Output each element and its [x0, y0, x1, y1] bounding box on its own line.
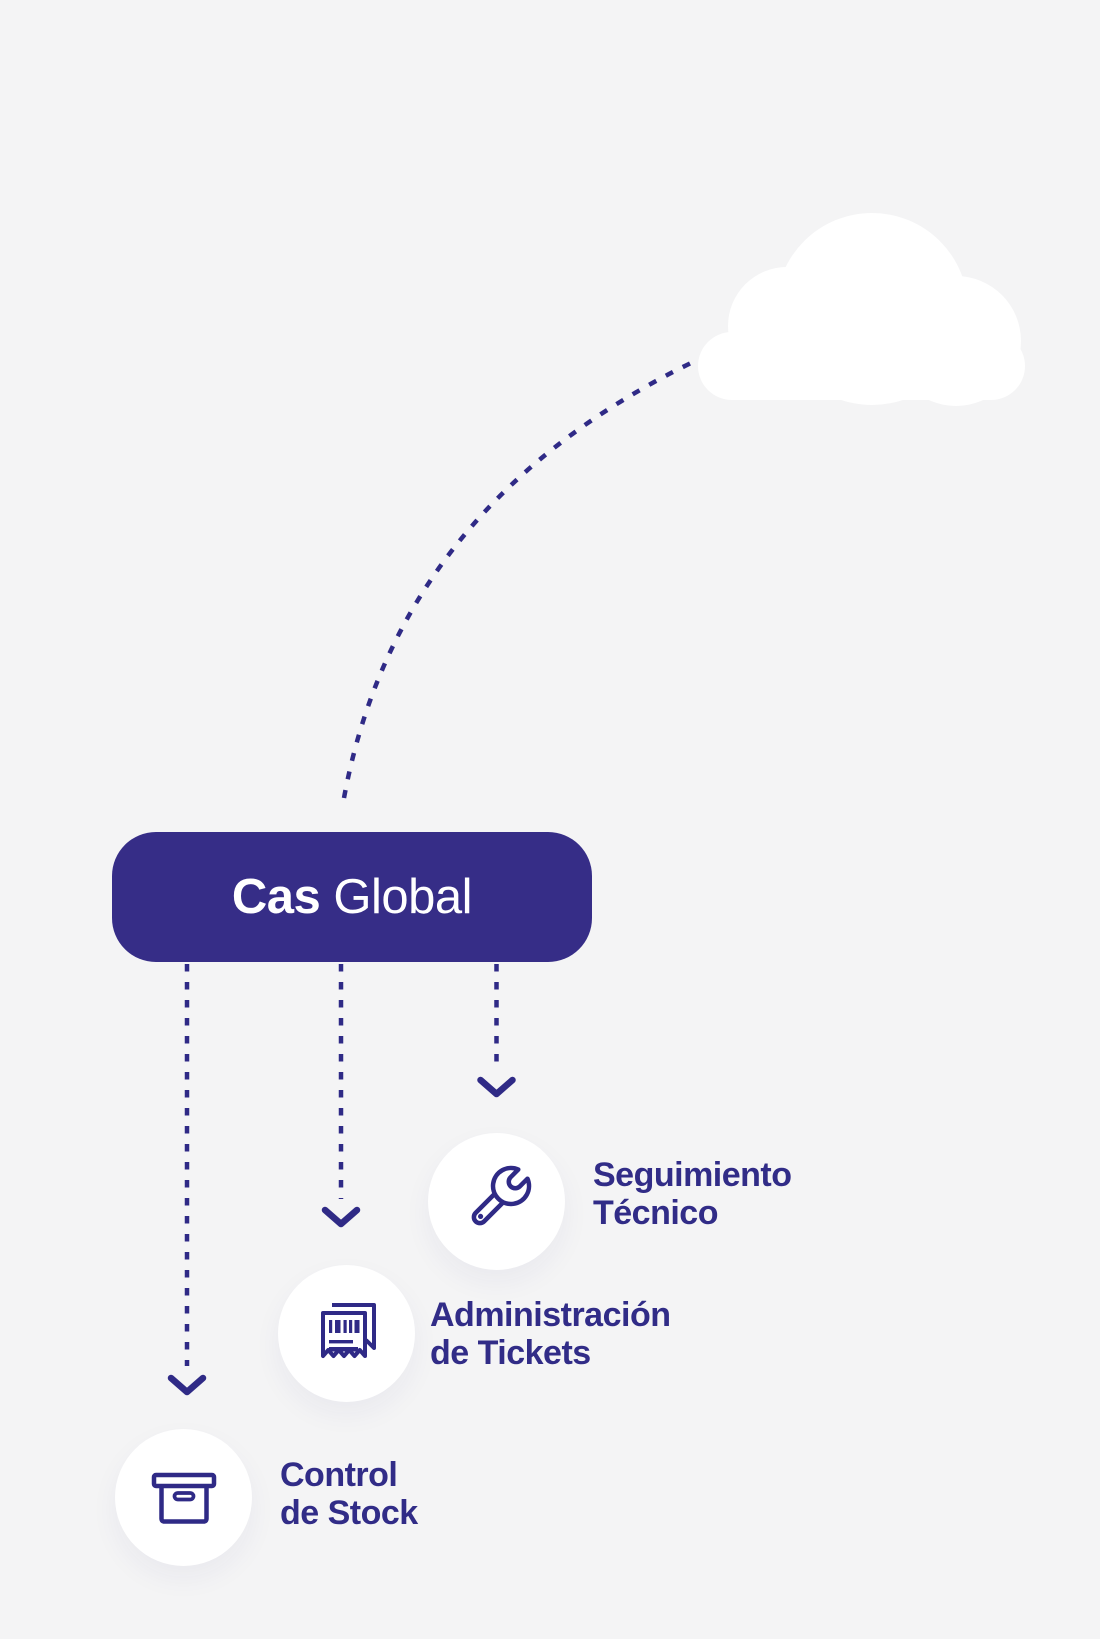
- wrench-icon: [471, 1165, 531, 1225]
- chevron-down-icon: [167, 1374, 207, 1396]
- brand-box: Cas Global: [112, 832, 592, 962]
- service-label-tickets: Administración de Tickets: [430, 1296, 671, 1372]
- chevron-down-icon: [477, 1076, 516, 1098]
- service-label-line1: Administración: [430, 1296, 671, 1334]
- service-label-seguimiento: Seguimiento Técnico: [593, 1156, 792, 1232]
- service-label-line2: de Tickets: [430, 1334, 591, 1372]
- service-label-line2: Técnico: [593, 1194, 718, 1232]
- service-label-line2: de Stock: [280, 1494, 418, 1532]
- ticket-icon: [320, 1302, 376, 1358]
- chevron-down-icon: [321, 1206, 361, 1228]
- service-circle-stock: [115, 1429, 252, 1566]
- service-label-line1: Seguimiento: [593, 1156, 792, 1194]
- dotted-curve-to-cloud: [341, 359, 694, 799]
- brand-name-bold: Cas: [231, 870, 321, 924]
- service-label-line1: Control: [280, 1456, 398, 1494]
- service-label-stock: Control de Stock: [280, 1456, 418, 1532]
- brand-name-light: Global: [320, 870, 473, 924]
- box-icon: [151, 1472, 216, 1524]
- service-circle-tickets: [278, 1265, 415, 1402]
- cloud-icon: [698, 213, 1025, 406]
- service-circle-seguimiento: [428, 1133, 565, 1270]
